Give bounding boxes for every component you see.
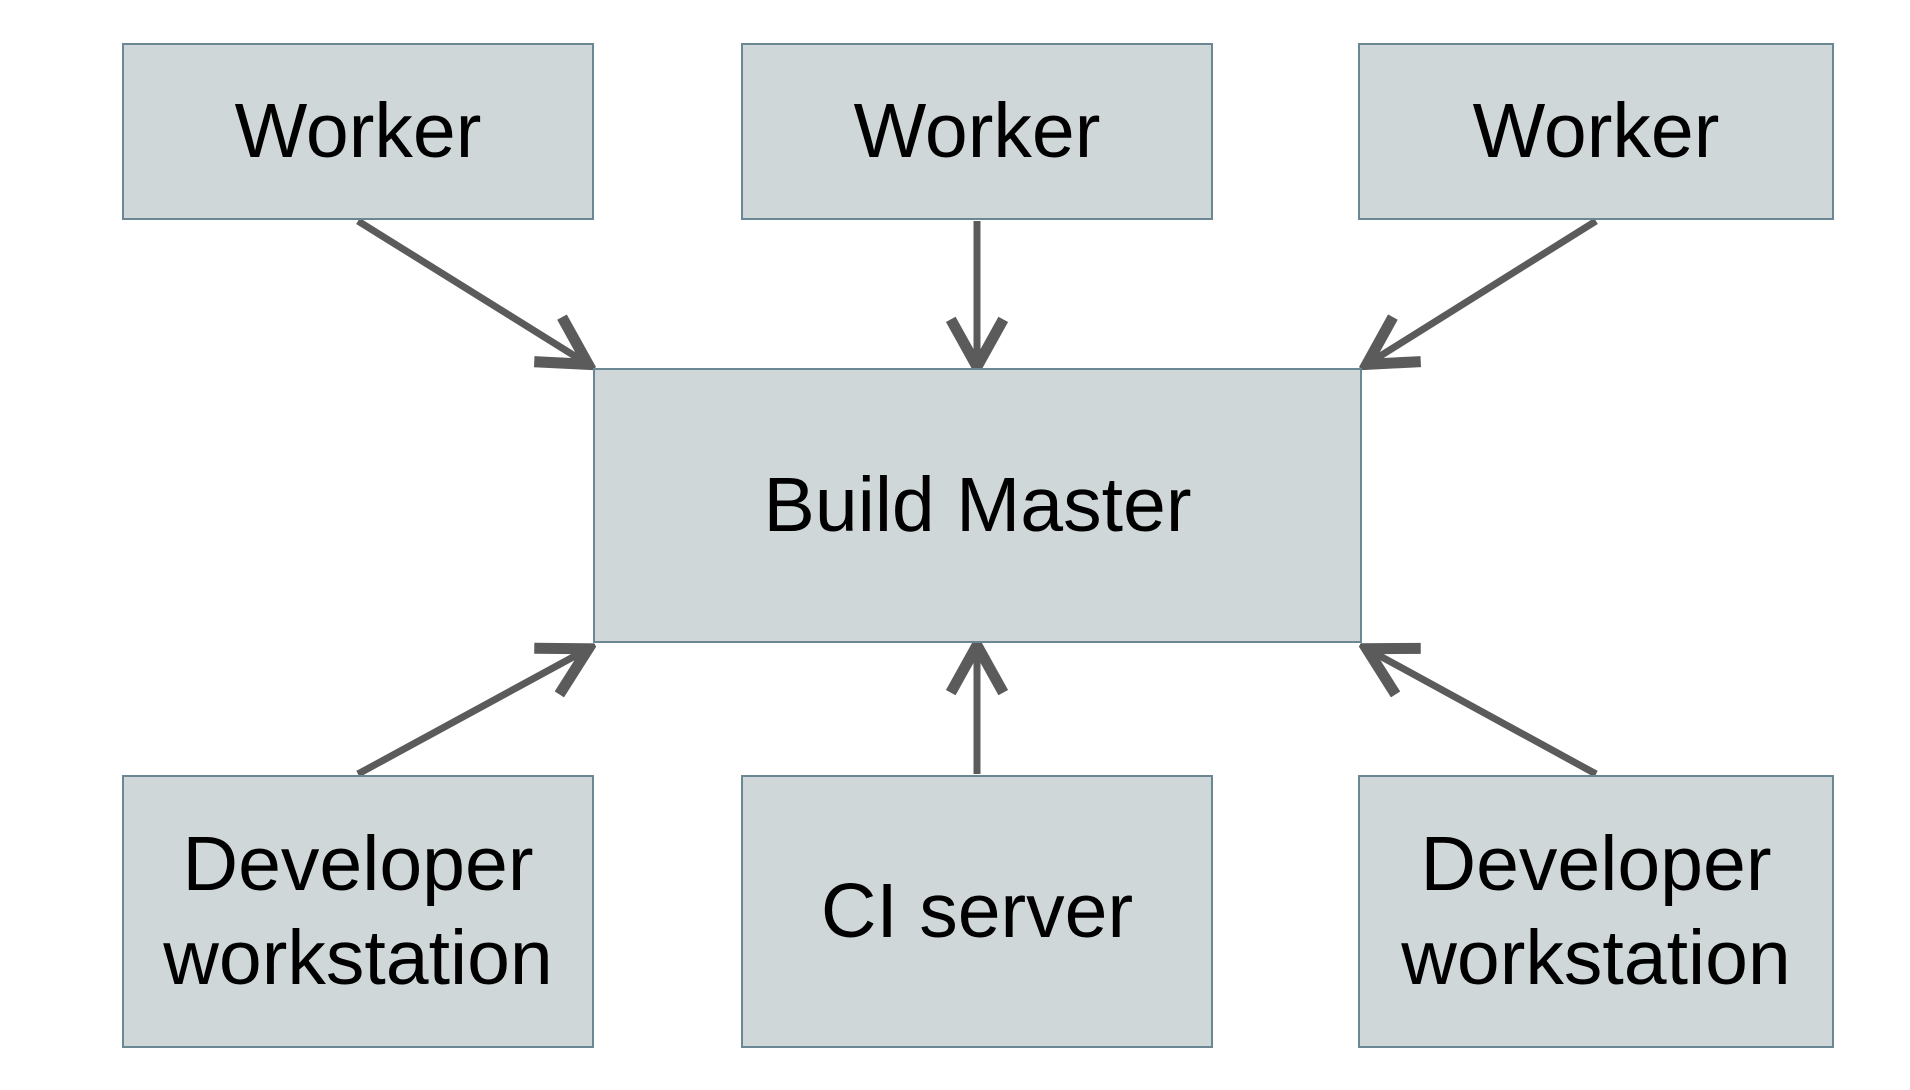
node-ci-server: CI server — [741, 775, 1213, 1048]
arrow-worker-3-to-build-master — [1369, 218, 1598, 363]
node-worker-1: Worker — [122, 43, 594, 220]
arrow-worker-1-to-build-master — [356, 218, 586, 363]
node-developer-workstation-left-label: Developer workstation — [163, 820, 553, 1001]
node-developer-workstation-left: Developer workstation — [122, 775, 594, 1048]
node-worker-3: Worker — [1358, 43, 1834, 220]
node-developer-workstation-right: Developer workstation — [1358, 775, 1834, 1048]
node-developer-workstation-right-label: Developer workstation — [1401, 820, 1791, 1001]
node-worker-2-label: Worker — [853, 87, 1101, 174]
arrow-developer-workstation-left-to-build-master — [356, 650, 586, 778]
node-ci-server-label: CI server — [820, 867, 1134, 954]
node-build-master-label: Build Master — [763, 461, 1192, 548]
node-build-master: Build Master — [593, 368, 1362, 643]
node-worker-1-label: Worker — [234, 87, 482, 174]
node-worker-2: Worker — [741, 43, 1213, 220]
node-worker-3-label: Worker — [1472, 87, 1720, 174]
arrow-developer-workstation-right-to-build-master — [1369, 650, 1598, 778]
